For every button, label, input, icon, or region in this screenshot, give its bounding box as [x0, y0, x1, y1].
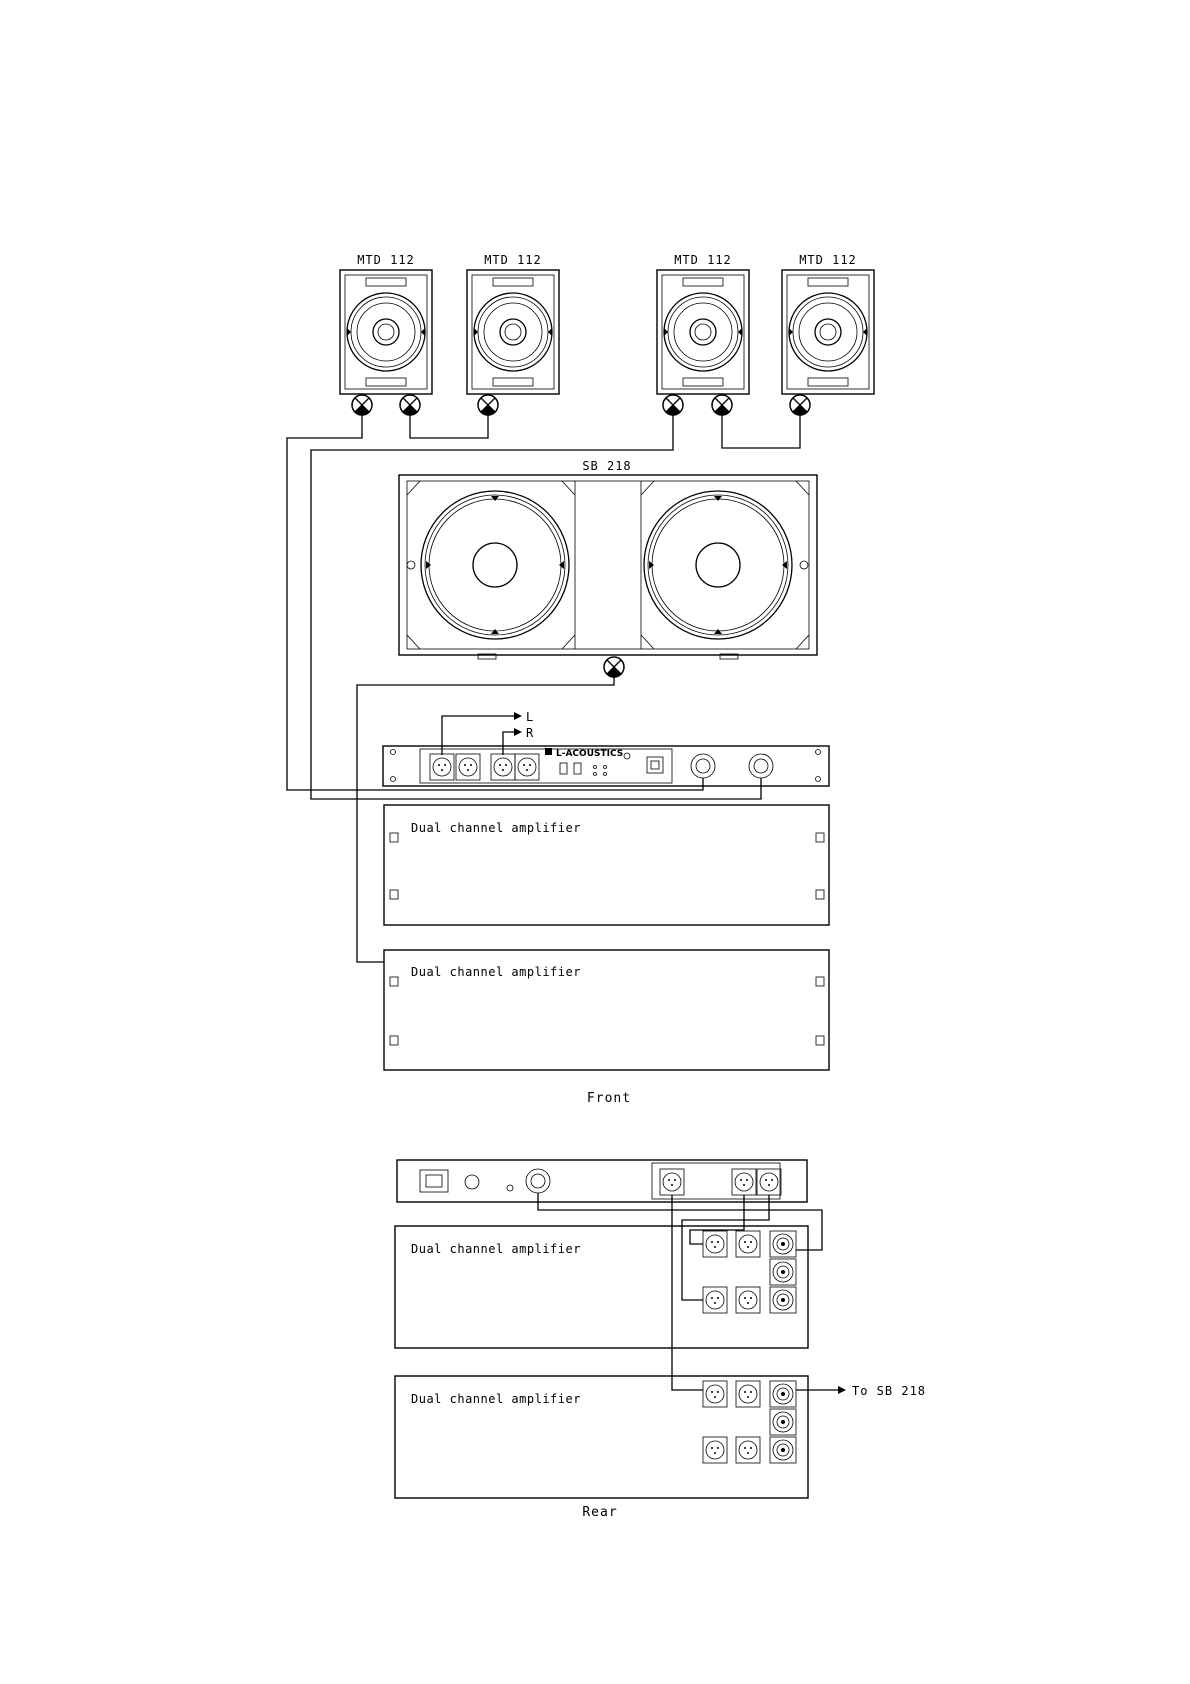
amplifier-label: Dual channel amplifier: [411, 821, 581, 835]
speaker-label: MTD 112: [799, 253, 857, 267]
speaker-connectors: [352, 395, 810, 415]
speaker-label: MTD 112: [484, 253, 542, 267]
amplifier-label: Dual channel amplifier: [411, 965, 581, 979]
right-channel-label: R: [526, 726, 534, 740]
subwoofer-label: SB 218: [582, 459, 631, 473]
arrow-right-input: [514, 728, 522, 736]
front-caption: Front: [587, 1091, 631, 1106]
arrow-left-input: [514, 712, 522, 720]
rear-amplifier-1: Dual channel amplifier: [395, 1226, 808, 1348]
amplifier-label: Dual channel amplifier: [411, 1242, 581, 1256]
front-amplifier-1: Dual channel amplifier: [384, 805, 829, 925]
processor-front-panel: L-ACOUSTICS: [383, 746, 829, 786]
processor-rear-panel: [397, 1160, 807, 1202]
mtd112-speaker-2: MTD 112: [467, 253, 559, 394]
subwoofer-connector: [604, 657, 624, 677]
sb218-subwoofer: [399, 475, 817, 659]
amplifier-label: Dual channel amplifier: [411, 1392, 581, 1406]
sub-output-arrow: [838, 1386, 846, 1394]
link-cable-right: [722, 415, 800, 448]
front-amplifier-2: Dual channel amplifier: [384, 950, 829, 1070]
rear-amplifier-2: Dual channel amplifier: [395, 1376, 808, 1498]
mtd112-speaker-3: MTD 112: [657, 253, 749, 394]
rear-caption: Rear: [582, 1505, 617, 1520]
mtd112-speaker-4: MTD 112: [782, 253, 874, 394]
to-sb218-label: To SB 218: [852, 1384, 926, 1398]
speaker-label: MTD 112: [357, 253, 415, 267]
speaker-label: MTD 112: [674, 253, 732, 267]
processor-brand: L-ACOUSTICS: [556, 749, 623, 759]
mtd112-speaker-1: MTD 112: [340, 253, 432, 394]
left-channel-label: L: [526, 710, 534, 724]
link-cable-left: [410, 415, 488, 438]
